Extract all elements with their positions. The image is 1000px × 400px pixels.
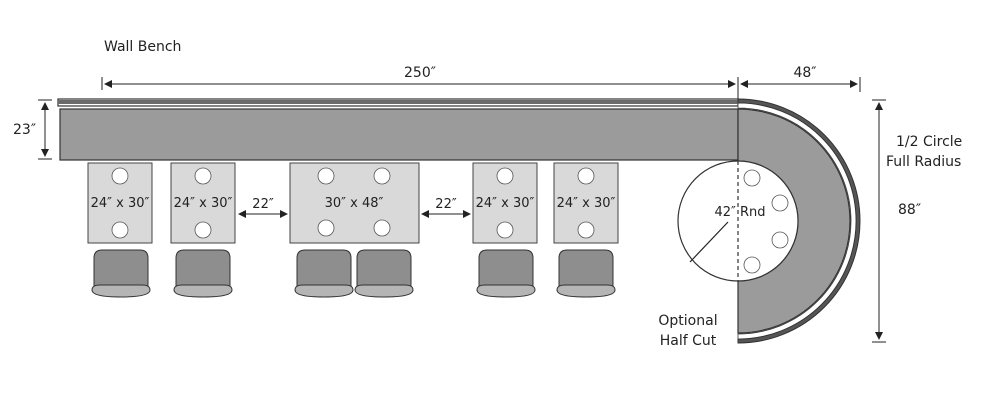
chair bbox=[173, 249, 233, 298]
radius-label-line1: 1/2 Circle bbox=[896, 134, 962, 150]
chair bbox=[556, 249, 616, 298]
gap-label: 22″ bbox=[252, 197, 274, 212]
table-label: 24″ x 30″ bbox=[91, 196, 150, 211]
chair bbox=[294, 249, 354, 298]
dimension-main-length: 250″ bbox=[101, 65, 739, 100]
chair bbox=[354, 249, 414, 298]
table-label: 30″ x 48″ bbox=[325, 196, 384, 211]
table-label: 24″ x 30″ bbox=[557, 196, 616, 211]
dimension-height: 1/2 Circle Full Radius 88″ bbox=[872, 99, 962, 343]
round-seat bbox=[743, 256, 761, 274]
gap-label: 22″ bbox=[435, 197, 457, 212]
wall-bench bbox=[57, 98, 739, 161]
table: 24″ x 30″ bbox=[87, 162, 153, 244]
dimension-gap: 22″ bbox=[421, 197, 471, 218]
chair bbox=[476, 249, 536, 298]
table: 30″ x 48″ bbox=[289, 162, 420, 244]
end-length-label: 48″ bbox=[793, 65, 816, 81]
half-cut-label-line1: Optional bbox=[658, 313, 717, 329]
table: 24″ x 30″ bbox=[472, 162, 538, 244]
dimension-end-length: 48″ bbox=[740, 65, 861, 92]
wall-bench-label: Wall Bench bbox=[104, 39, 181, 55]
table-label: 24″ x 30″ bbox=[174, 196, 233, 211]
dimension-gap: 22″ bbox=[238, 197, 288, 218]
table: 24″ x 30″ bbox=[553, 162, 619, 244]
round-table-label: 42″ Rnd bbox=[714, 205, 765, 220]
dimension-depth: 23″ bbox=[13, 99, 52, 160]
chair bbox=[91, 249, 151, 298]
radius-label-line2: Full Radius bbox=[886, 154, 961, 170]
half-cut-leader bbox=[689, 221, 729, 263]
curved-bench bbox=[737, 98, 861, 344]
round-seat bbox=[771, 231, 789, 249]
half-cut-label-line2: Half Cut bbox=[660, 333, 717, 349]
main-length-label: 250″ bbox=[404, 65, 436, 81]
table: 24″ x 30″ bbox=[170, 162, 236, 244]
round-table: 42″ Rnd Optional Half Cut bbox=[658, 160, 799, 349]
round-seat bbox=[771, 194, 789, 212]
table-label: 24″ x 30″ bbox=[476, 196, 535, 211]
depth-label: 23″ bbox=[13, 122, 36, 138]
round-seat bbox=[743, 169, 761, 187]
height-label: 88″ bbox=[898, 202, 921, 218]
